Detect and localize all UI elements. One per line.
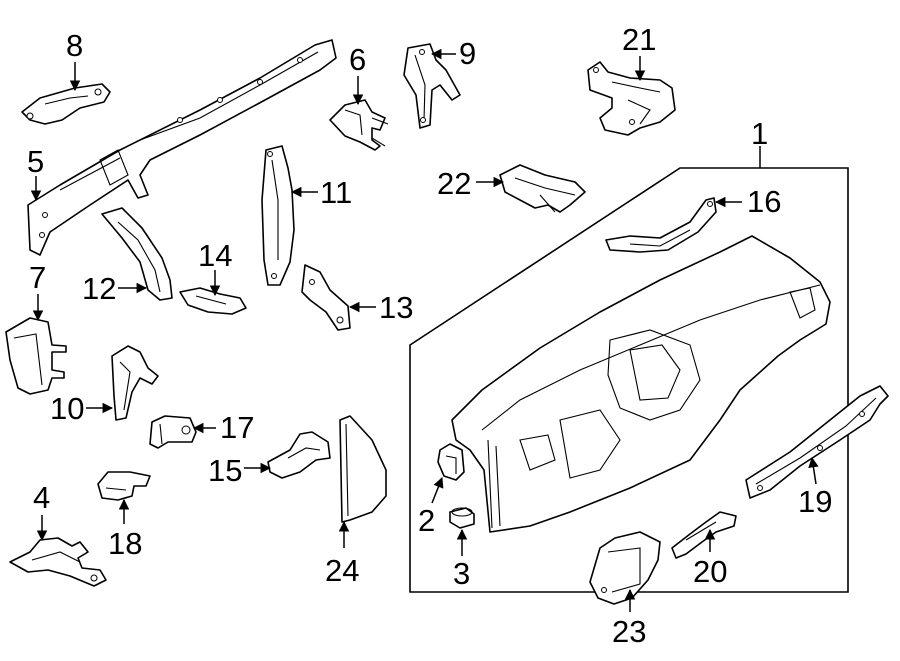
callout-3: 3 [453, 556, 471, 591]
part-5-cross-car-beam[interactable] [27, 39, 337, 256]
callout-12: 12 [82, 271, 117, 306]
part-8-bracket[interactable] [21, 83, 111, 125]
callout-16: 16 [747, 184, 782, 219]
part-21-bracket[interactable] [587, 61, 676, 136]
instrument-panel-group-box [409, 167, 849, 593]
part-10-bracket[interactable] [111, 345, 159, 421]
part-19-reinforcement[interactable] [745, 385, 889, 499]
part-9-bracket[interactable] [403, 43, 461, 129]
part-18-bracket[interactable] [97, 471, 151, 501]
callout-24: 24 [325, 553, 360, 588]
callout-4: 4 [33, 480, 51, 515]
callout-5: 5 [27, 144, 45, 179]
part-7-bracket[interactable] [5, 317, 67, 395]
callout-7: 7 [29, 260, 47, 295]
part-1-instrument-panel[interactable] [451, 235, 831, 533]
leader-2 [431, 477, 444, 504]
part-22-bracket[interactable] [499, 164, 586, 213]
part-23-bracket[interactable] [589, 531, 661, 605]
part-15-bracket[interactable] [267, 431, 331, 479]
callout-21: 21 [622, 22, 657, 57]
callout-18: 18 [108, 526, 143, 561]
callout-20: 20 [693, 554, 728, 589]
callout-9: 9 [459, 36, 477, 71]
callout-23: 23 [612, 614, 647, 649]
callout-11: 11 [320, 175, 353, 210]
part-14-bracket[interactable] [179, 287, 247, 315]
part-13-bracket[interactable] [301, 264, 351, 331]
part-17-bracket[interactable] [149, 415, 197, 449]
callout-13: 13 [379, 290, 414, 325]
part-11-pillar[interactable] [261, 145, 295, 286]
callout-17: 17 [220, 410, 255, 445]
part-12-brace[interactable] [101, 207, 173, 301]
callout-10: 10 [50, 391, 85, 426]
callout-14: 14 [198, 238, 233, 273]
callout-22: 22 [437, 166, 472, 201]
part-3-plug[interactable] [449, 507, 475, 529]
callout-19: 19 [798, 484, 833, 519]
callout-6: 6 [349, 42, 367, 77]
part-20-bracket[interactable] [671, 511, 737, 559]
callout-2: 2 [418, 503, 436, 538]
callout-1: 1 [751, 116, 769, 151]
callout-15: 15 [208, 453, 243, 488]
part-24-end-cover[interactable] [339, 415, 387, 523]
callout-8: 8 [66, 28, 84, 63]
part-2-clip[interactable] [437, 443, 465, 481]
part-4-bracket[interactable] [9, 537, 107, 587]
leader-19 [808, 456, 819, 485]
part-6-bracket[interactable] [329, 99, 389, 151]
